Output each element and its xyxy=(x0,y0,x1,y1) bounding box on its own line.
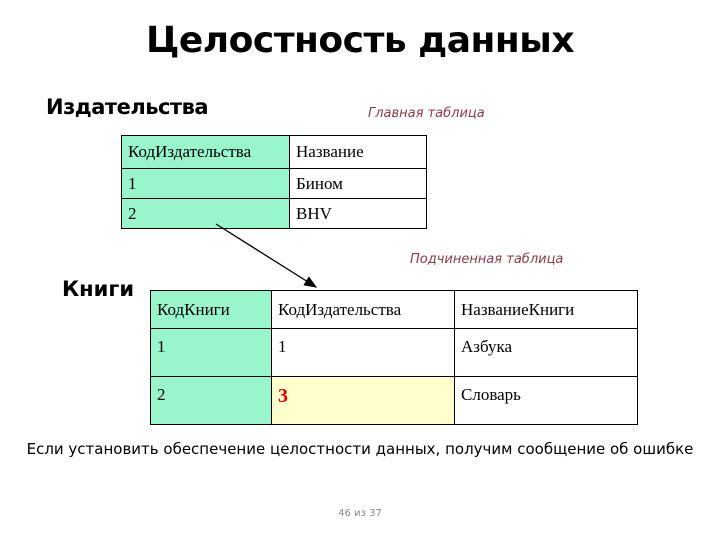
table-cell: 2 xyxy=(150,376,272,425)
table-row: 1 Бином xyxy=(121,168,427,199)
table-cell: Азбука xyxy=(454,328,638,377)
error-cell: 3 xyxy=(271,376,455,425)
table-cell: Бином xyxy=(289,168,427,199)
header-cell: НазваниеКниги xyxy=(454,290,638,329)
table-cell: 1 xyxy=(271,328,455,377)
table-cell: 1 xyxy=(121,168,290,199)
table-row: 2 3 Словарь xyxy=(150,376,638,425)
main-table-caption: Главная таблица xyxy=(368,106,485,121)
slide-title: Целостность данных xyxy=(145,20,575,61)
table-cell: Словарь xyxy=(454,376,638,425)
books-label: Книги xyxy=(62,277,135,301)
footer-note: Если установить обеспечение целостности … xyxy=(26,440,694,458)
table-row: 1 1 Азбука xyxy=(150,328,638,377)
books-table: КодКниги КодИздательства НазваниеКниги 1… xyxy=(150,290,638,425)
header-cell: КодИздательства xyxy=(271,290,455,329)
invalid-foreign-key: 3 xyxy=(278,385,288,407)
table-cell: BHV xyxy=(289,198,427,229)
child-table-caption: Подчиненная таблица xyxy=(410,252,564,267)
table-row: 2 BHV xyxy=(121,198,427,229)
header-cell: КодКниги xyxy=(150,290,272,329)
table-cell: 2 xyxy=(121,198,290,229)
publishers-table: КодИздательства Название 1 Бином 2 BHV xyxy=(121,135,427,229)
page-indicator: 46 из 37 xyxy=(338,508,382,519)
table-header-row: КодКниги КодИздательства НазваниеКниги xyxy=(150,290,638,329)
table-cell: 1 xyxy=(150,328,272,377)
publishers-label: Издательства xyxy=(46,95,209,119)
